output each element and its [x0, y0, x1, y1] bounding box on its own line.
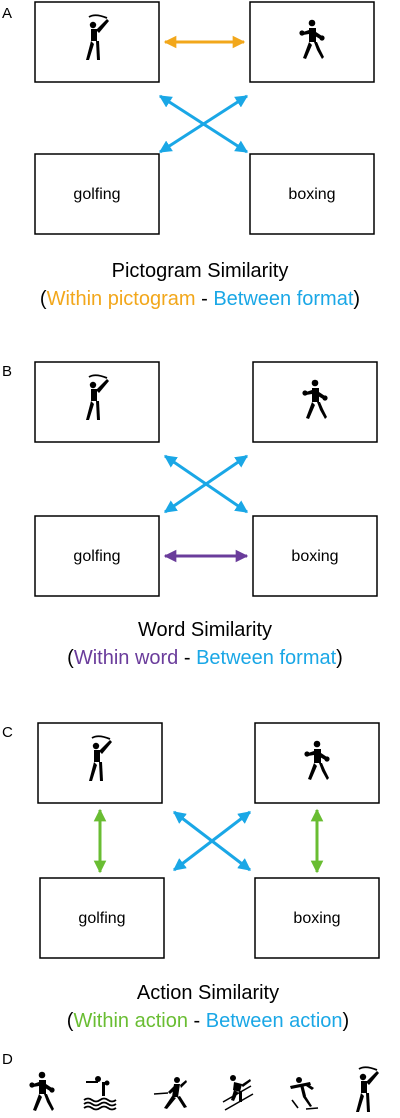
panel-caption: (Within word - Between format) [67, 647, 343, 669]
panel-a: A golfing boxing Pictogram Similarity (W… [2, 1, 375, 310]
panel-letter: B [2, 363, 12, 380]
panel-title: Action Similarity [137, 982, 279, 1004]
skiing-icon [222, 1074, 254, 1111]
word-boxing: boxing [293, 910, 340, 927]
between-format-arrow [158, 94, 249, 154]
word-boxing: boxing [291, 548, 338, 565]
panel-letter: D [2, 1051, 13, 1068]
panel-c: C golfing boxing Action Similarity (With… [2, 722, 380, 1032]
word-box-right [249, 153, 375, 235]
word-box-left [34, 515, 160, 597]
panel-letter: C [2, 724, 13, 741]
word-box-right [254, 877, 380, 959]
panel-title: Pictogram Similarity [112, 260, 289, 282]
boxing-icon [29, 1071, 55, 1111]
fencing-icon [153, 1076, 188, 1110]
panel-caption: (Within pictogram - Between format) [40, 288, 360, 310]
water-polo-icon [83, 1075, 117, 1111]
word-box-left [39, 877, 165, 959]
panel-b: B golfing boxing Word Similarity (Within… [2, 361, 378, 669]
word-golfing: golfing [78, 910, 125, 927]
word-box-left [34, 153, 160, 235]
word-golfing: golfing [73, 186, 120, 203]
panel-d: D [2, 1051, 380, 1113]
golf-icon [355, 1066, 380, 1113]
panel-caption: (Within action - Between action) [67, 1010, 349, 1032]
panel-title: Word Similarity [138, 619, 272, 641]
word-boxing: boxing [288, 186, 335, 203]
panel-letter: A [2, 5, 12, 22]
word-box-right [252, 515, 378, 597]
speed-skating-icon [289, 1076, 319, 1110]
between-action-arrow [172, 810, 252, 872]
word-golfing: golfing [73, 548, 120, 565]
between-format-arrow [163, 454, 249, 514]
